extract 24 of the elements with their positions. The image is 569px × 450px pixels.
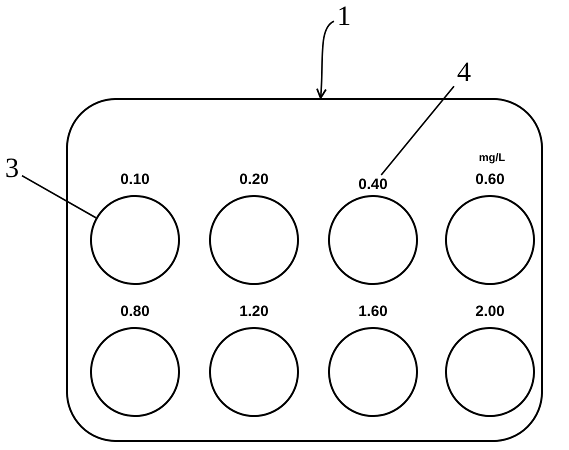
- leader-line: [380, 86, 455, 176]
- concentration-label: 0.80: [119, 302, 151, 322]
- sample-well: [90, 195, 180, 285]
- sample-well: [445, 195, 535, 285]
- sample-well: [90, 327, 180, 417]
- test-card: [66, 98, 543, 442]
- concentration-label: 0.40: [350, 175, 396, 195]
- callout-number: 4: [454, 58, 474, 90]
- concentration-label: 0.20: [238, 170, 270, 190]
- unit-label: mg/L: [478, 151, 506, 166]
- concentration-label: 2.00: [474, 302, 506, 322]
- callout-number: 3: [2, 154, 22, 186]
- leader-line: [22, 175, 96, 218]
- sample-well: [328, 327, 418, 417]
- sample-well: [328, 195, 418, 285]
- leader-line: [316, 20, 334, 99]
- concentration-label: 1.60: [357, 302, 389, 322]
- sample-well: [209, 195, 299, 285]
- callout-number: 1: [334, 2, 354, 32]
- concentration-label: 0.10: [119, 170, 151, 190]
- sample-well: [209, 327, 299, 417]
- concentration-label: 1.20: [238, 302, 270, 322]
- concentration-label: 0.60: [474, 170, 506, 190]
- sample-well: [445, 327, 535, 417]
